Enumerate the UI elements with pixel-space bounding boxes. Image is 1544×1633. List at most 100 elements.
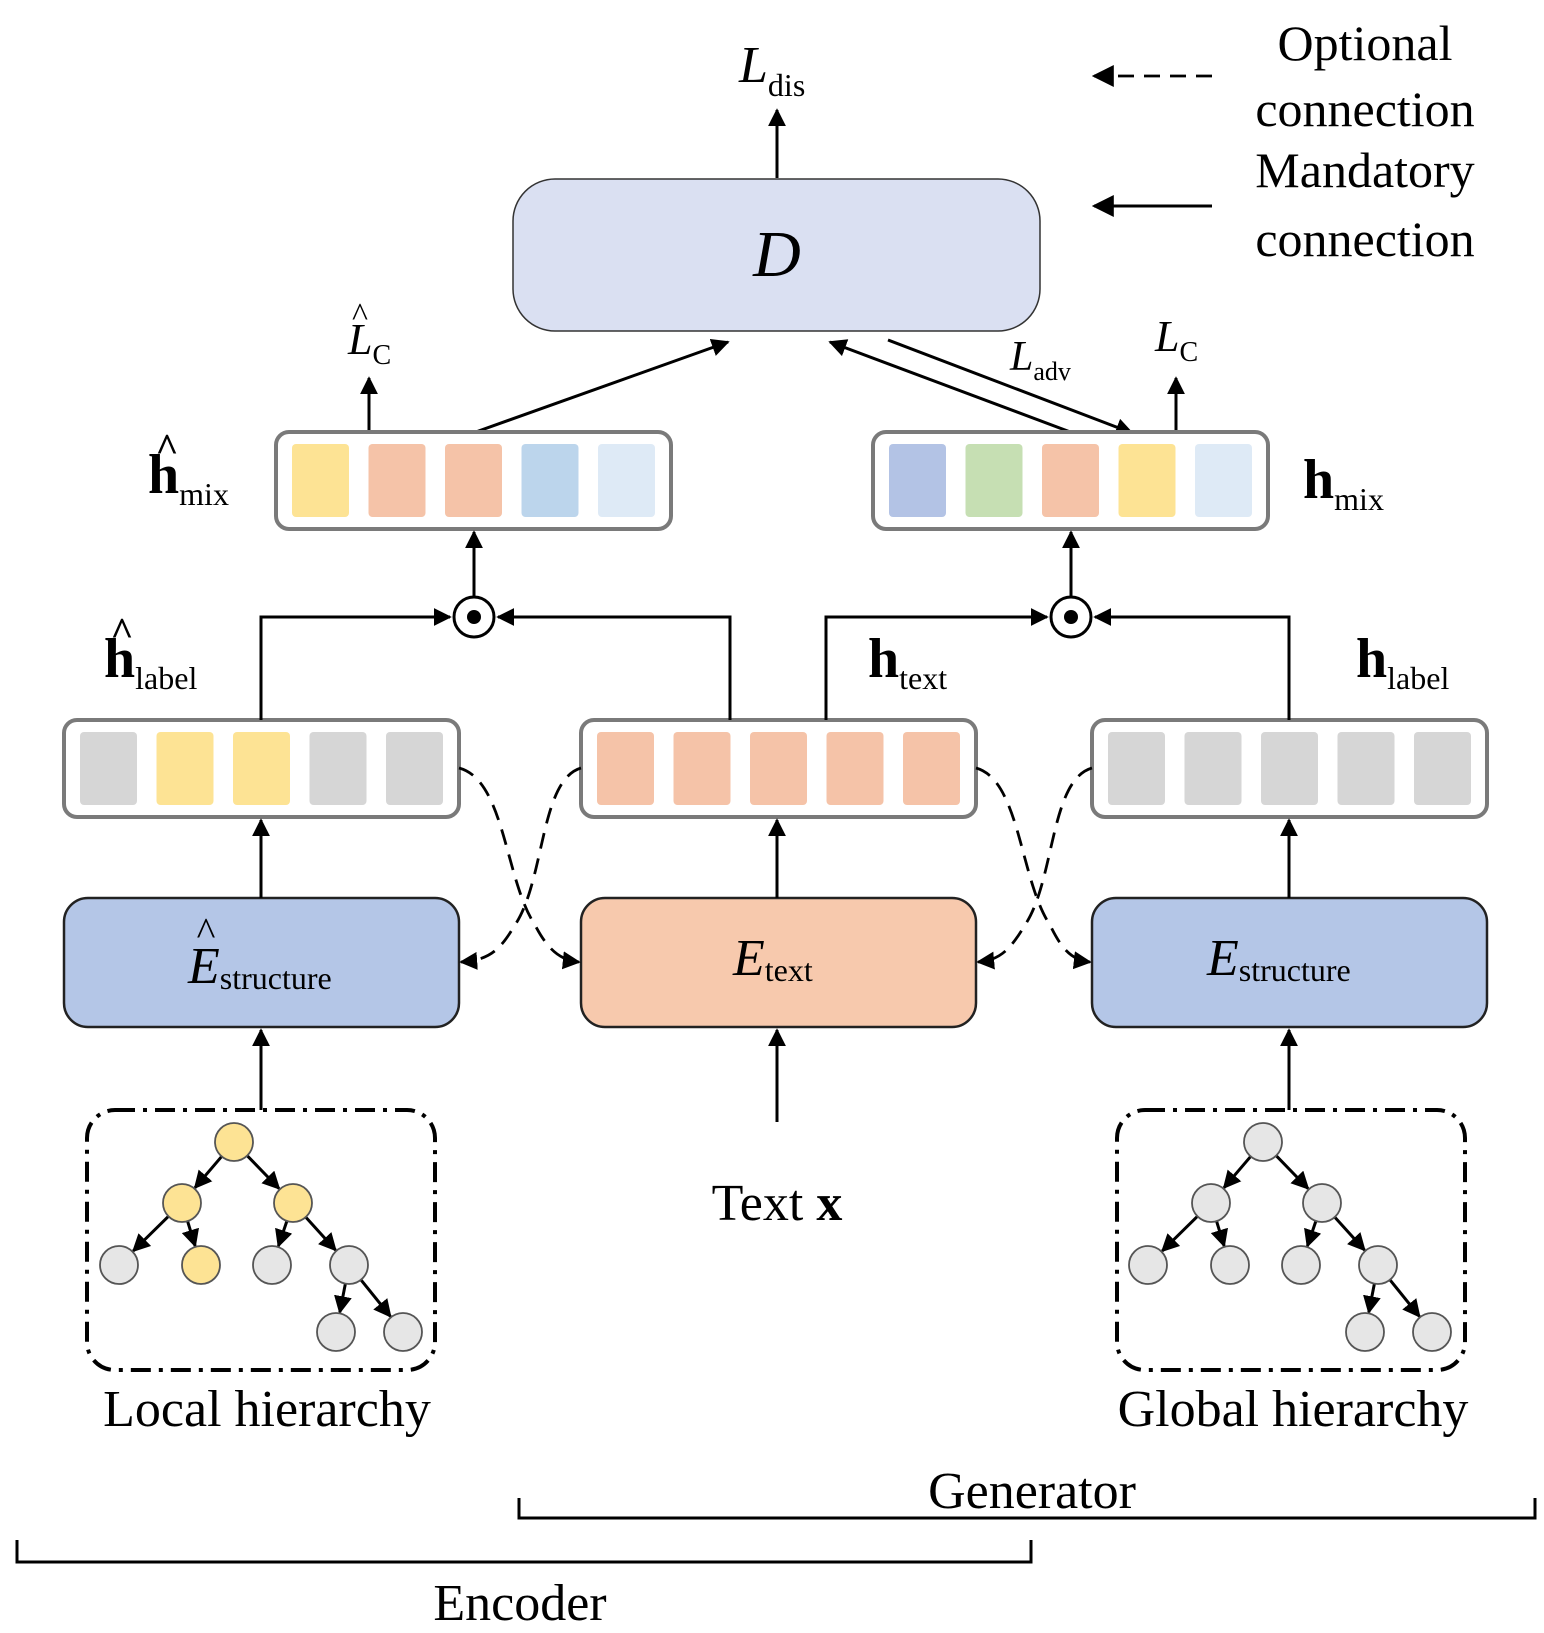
tree-edge — [1275, 1154, 1310, 1190]
encoder-structure-hat-caret: ^ — [197, 909, 216, 954]
legend-mandatory-line1: Mandatory — [1255, 142, 1474, 198]
vector-cells — [1108, 732, 1471, 805]
discriminator-label: D — [752, 218, 801, 291]
encoder-structure-hat: Estructure ^ — [62, 818, 461, 1029]
vector-cell — [1261, 732, 1318, 805]
vector-cell — [521, 444, 579, 517]
legend-optional-line1: Optional — [1278, 15, 1453, 71]
tree-edge — [181, 1220, 199, 1248]
tree-edge — [1363, 1283, 1381, 1315]
tree-node — [383, 1312, 423, 1352]
tree-edge — [1222, 1155, 1252, 1190]
h-mix-hat-label: hmix — [148, 444, 229, 512]
tree-frame — [1115, 1108, 1467, 1372]
text-input-label: Text x — [712, 1175, 843, 1232]
tree-graph — [99, 1122, 423, 1352]
vector-cell — [1184, 732, 1242, 805]
generator-bracket: Generator — [517, 1463, 1537, 1520]
tree-node — [1243, 1122, 1283, 1162]
tree-edge — [1304, 1220, 1322, 1248]
tree-node — [252, 1245, 292, 1285]
tree-node — [1412, 1312, 1452, 1352]
tree-node — [99, 1245, 139, 1285]
h-label-hat-label: hlabel — [104, 628, 197, 696]
global-hierarchy-label: Global hierarchy — [1118, 1381, 1469, 1438]
tree-edge — [275, 1220, 293, 1248]
vector-cell — [673, 732, 731, 805]
arrow-htext-to-hadamard-left — [496, 608, 732, 720]
arrow-hmixhat-to-d — [472, 338, 730, 435]
encoder-label: Encoder — [433, 1575, 606, 1632]
h-label-hat-caret: ^ — [110, 609, 133, 654]
tree-node — [162, 1183, 202, 1223]
vector-h-label-hat — [62, 718, 461, 819]
vector-cell — [1042, 444, 1099, 517]
vector-cell — [368, 444, 426, 517]
encoder-text: Etext — [579, 818, 978, 1029]
h-text-label: htext — [868, 628, 947, 696]
h-label-label: hlabel — [1356, 628, 1449, 696]
local-hierarchy-label: Local hierarchy — [103, 1381, 431, 1438]
vector-cells — [597, 732, 960, 805]
dash-hlabel-to-etext — [976, 766, 1093, 970]
arrow-hlabel-to-hadamard — [1093, 608, 1291, 720]
vector-cell — [309, 732, 367, 805]
tree-edge — [304, 1216, 337, 1252]
arrow-hmix-to-d — [828, 339, 1074, 435]
tree-node — [1128, 1245, 1168, 1285]
tree-edge — [131, 1215, 170, 1253]
vector-cell — [156, 732, 214, 805]
vector-cell — [597, 732, 654, 805]
tree-edge — [1160, 1215, 1199, 1253]
hadamard-left — [259, 530, 732, 720]
arrow-d-to-hmix-adv — [887, 338, 1134, 436]
vector-cells — [80, 732, 443, 805]
tree-edge — [193, 1155, 223, 1190]
vector-cells — [292, 444, 655, 517]
optional-connections — [458, 766, 1093, 970]
legend-mandatory-line2: connection — [1255, 211, 1474, 267]
encoder-bracket: Encoder — [15, 1540, 1033, 1632]
discriminator-box — [512, 178, 1041, 332]
tree-node — [316, 1312, 356, 1352]
vector-cell — [292, 444, 349, 517]
dash-htext-to-estructure — [975, 766, 1092, 970]
tree-node — [181, 1245, 221, 1285]
vector-cells — [889, 444, 1252, 517]
tree-frame — [85, 1108, 437, 1372]
loss-c-label: LC — [1154, 312, 1198, 368]
loss-adv-label: Ladv — [1009, 334, 1071, 386]
vector-cell — [1108, 732, 1165, 805]
tree-edge — [246, 1154, 281, 1190]
tree-edge — [1388, 1278, 1421, 1318]
vector-cell — [233, 732, 290, 805]
tree-edge — [1210, 1220, 1228, 1248]
encoder-structure-hat-label: Estructure — [187, 938, 332, 996]
legend-optional-line2: connection — [1255, 81, 1474, 137]
vector-cell — [889, 444, 946, 517]
vector-cell — [1118, 444, 1176, 517]
h-mix-hat-caret: ^ — [155, 425, 178, 470]
h-mix-label: hmix — [1303, 449, 1384, 517]
vector-cell — [965, 444, 1023, 517]
vector-cell — [1414, 732, 1471, 805]
arrow-htext-to-hadamard-right — [824, 608, 1049, 720]
global-hierarchy-tree — [1115, 1108, 1467, 1372]
vector-cell — [1337, 732, 1395, 805]
vector-h-mix-hat — [274, 430, 673, 531]
arrow-hlabelhat-to-hadamard — [259, 608, 452, 720]
dash-htext-to-estructurehat — [459, 766, 582, 970]
legend: Optional connection Mandatory connection — [1091, 15, 1475, 267]
vector-cell — [903, 732, 960, 805]
tree-node — [1191, 1183, 1231, 1223]
tree-node — [329, 1245, 369, 1285]
tree-node — [273, 1183, 313, 1223]
hadamard-right — [824, 530, 1291, 720]
vector-cell — [826, 732, 884, 805]
loss-c-hat-label: LC — [347, 315, 391, 371]
loss-c-hat-caret: ^ — [352, 297, 368, 334]
tree-edge — [359, 1278, 392, 1318]
dash-hlabelhat-to-etext — [458, 766, 581, 970]
tree-node — [1345, 1312, 1385, 1352]
